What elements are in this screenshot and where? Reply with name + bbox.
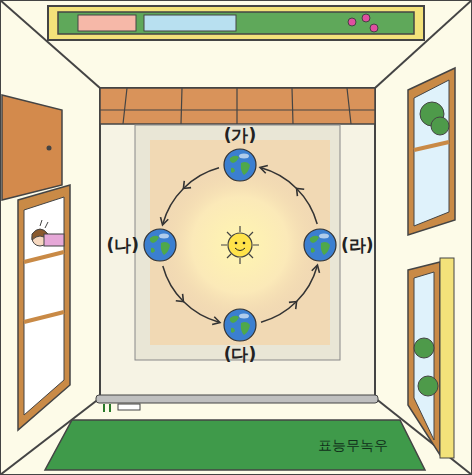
orbit-arc (261, 266, 317, 322)
position-label: (가) (224, 127, 257, 144)
orbit-arrow (289, 302, 297, 310)
earth-position: (라) (303, 228, 337, 262)
position-label: (다) (224, 346, 257, 363)
orbit-arrow (183, 181, 191, 189)
earth-position: (다) (223, 308, 257, 342)
earth-position: (나) (143, 228, 177, 262)
orbit-arrow (176, 294, 184, 302)
orbit-arc (163, 168, 219, 224)
earth-position: (가) (223, 148, 257, 182)
orbit-arc (163, 266, 219, 322)
orbit-arrow (297, 188, 305, 196)
position-label: (라) (341, 237, 374, 254)
orbit-arc (261, 168, 317, 224)
position-label: (나) (106, 237, 139, 254)
signature-text: 표능무녹우 (318, 437, 388, 455)
